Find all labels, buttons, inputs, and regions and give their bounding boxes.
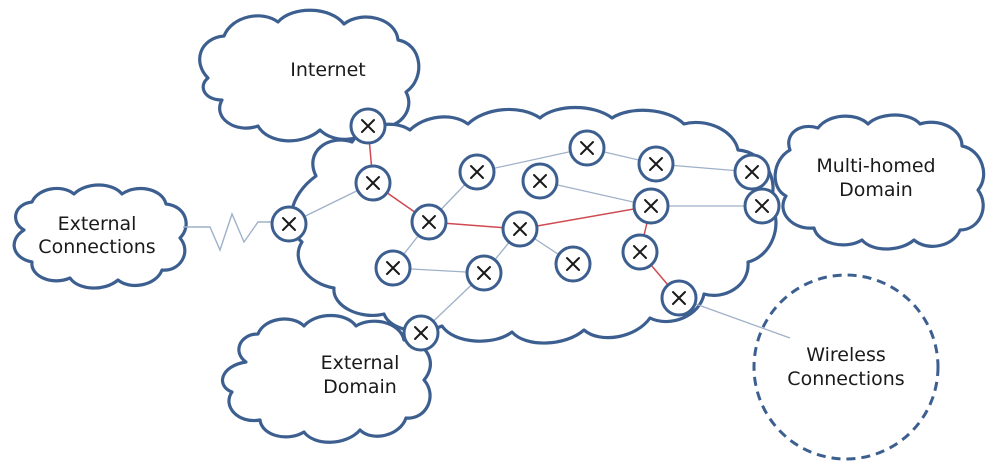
- x-icon: [644, 199, 658, 213]
- zigzag-link: [183, 212, 287, 252]
- external-domain-cloud: [220, 314, 432, 444]
- wireless-label-line2: Connections: [787, 368, 904, 390]
- router-node-h: [632, 187, 670, 225]
- router-node-n_mh1: [733, 153, 771, 191]
- external-domain-label-line1: External: [321, 352, 400, 374]
- x-icon: [649, 157, 663, 171]
- router-node-l: [554, 245, 592, 283]
- multihomed-domain-cloud: [773, 113, 986, 251]
- x-icon: [745, 165, 759, 179]
- router-node-n_extdom: [402, 314, 440, 352]
- multihomed-label-line1: Multi-homed: [816, 155, 935, 177]
- x-icon: [477, 266, 491, 280]
- x-icon: [566, 257, 580, 271]
- x-icon: [672, 291, 686, 305]
- router-node-j: [374, 249, 412, 287]
- router-node-a: [354, 164, 392, 202]
- router-node-n_wireless: [660, 279, 698, 317]
- router-node-i: [621, 233, 659, 271]
- router-node-d: [637, 145, 675, 183]
- router-node-c: [568, 129, 606, 167]
- wireless-connections-circle: [752, 273, 940, 461]
- external-connections-label-line1: External: [58, 213, 137, 235]
- external-domain-label-line2: Domain: [323, 376, 397, 398]
- x-icon: [580, 141, 594, 155]
- router-node-n_mh2: [743, 187, 781, 225]
- x-icon: [470, 165, 484, 179]
- link-7: [476, 147, 588, 173]
- router-node-n_internet: [349, 107, 387, 145]
- router-node-n_extconn: [270, 205, 308, 243]
- x-icon: [755, 199, 769, 213]
- external-connections-label-line2: Connections: [38, 236, 155, 258]
- red-link-3: [519, 205, 652, 230]
- x-icon: [633, 245, 647, 259]
- router-node-g: [501, 210, 539, 248]
- x-icon: [361, 119, 375, 133]
- x-icon: [366, 176, 380, 190]
- router-node-e: [521, 162, 559, 200]
- link-18: [678, 297, 791, 339]
- x-icon: [533, 174, 547, 188]
- x-icon: [513, 222, 527, 236]
- internet-label: Internet: [290, 59, 365, 81]
- x-icon: [414, 326, 428, 340]
- link-11: [539, 180, 652, 207]
- x-icon: [282, 217, 296, 231]
- x-icon: [422, 215, 436, 229]
- multihomed-label-line2: Domain: [839, 179, 913, 201]
- x-icon: [386, 261, 400, 275]
- router-node-k: [465, 254, 503, 292]
- router-node-b: [458, 153, 496, 191]
- router-node-f: [410, 203, 448, 241]
- nodes-layer: [270, 107, 781, 352]
- external-connections-cloud: [12, 183, 188, 290]
- wireless-label-line1: Wireless: [806, 344, 886, 366]
